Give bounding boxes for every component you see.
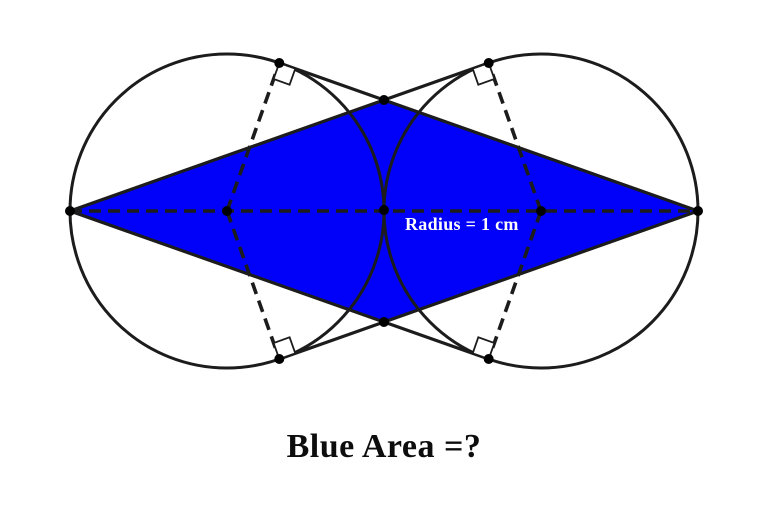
point-dot (379, 205, 389, 215)
right-angle-marker (272, 336, 297, 361)
point-dot (693, 206, 703, 216)
right-angle-marker (471, 336, 496, 361)
tangent-line (277, 61, 700, 213)
point-dot (483, 58, 494, 68)
tangent-line (277, 209, 700, 361)
point-dot (222, 206, 232, 216)
question-text: Blue Area =? (286, 428, 482, 465)
tangent-line (68, 61, 491, 213)
point-dot (379, 95, 389, 105)
dashed-radius-line (487, 62, 543, 212)
point-dot (65, 206, 75, 216)
dashed-radius-line (225, 210, 281, 360)
radius-label: Radius = 1 cm (405, 214, 519, 234)
point-dot (483, 354, 494, 364)
tangent-line (68, 209, 491, 361)
dashed-radius-line (225, 62, 281, 212)
right-angle-marker (272, 61, 297, 86)
right-angle-marker (471, 61, 496, 86)
dashed-radius-line (487, 210, 543, 360)
point-dot (379, 317, 389, 327)
point-dot (536, 206, 546, 216)
point-dot (274, 354, 285, 364)
point-dot (274, 58, 285, 68)
